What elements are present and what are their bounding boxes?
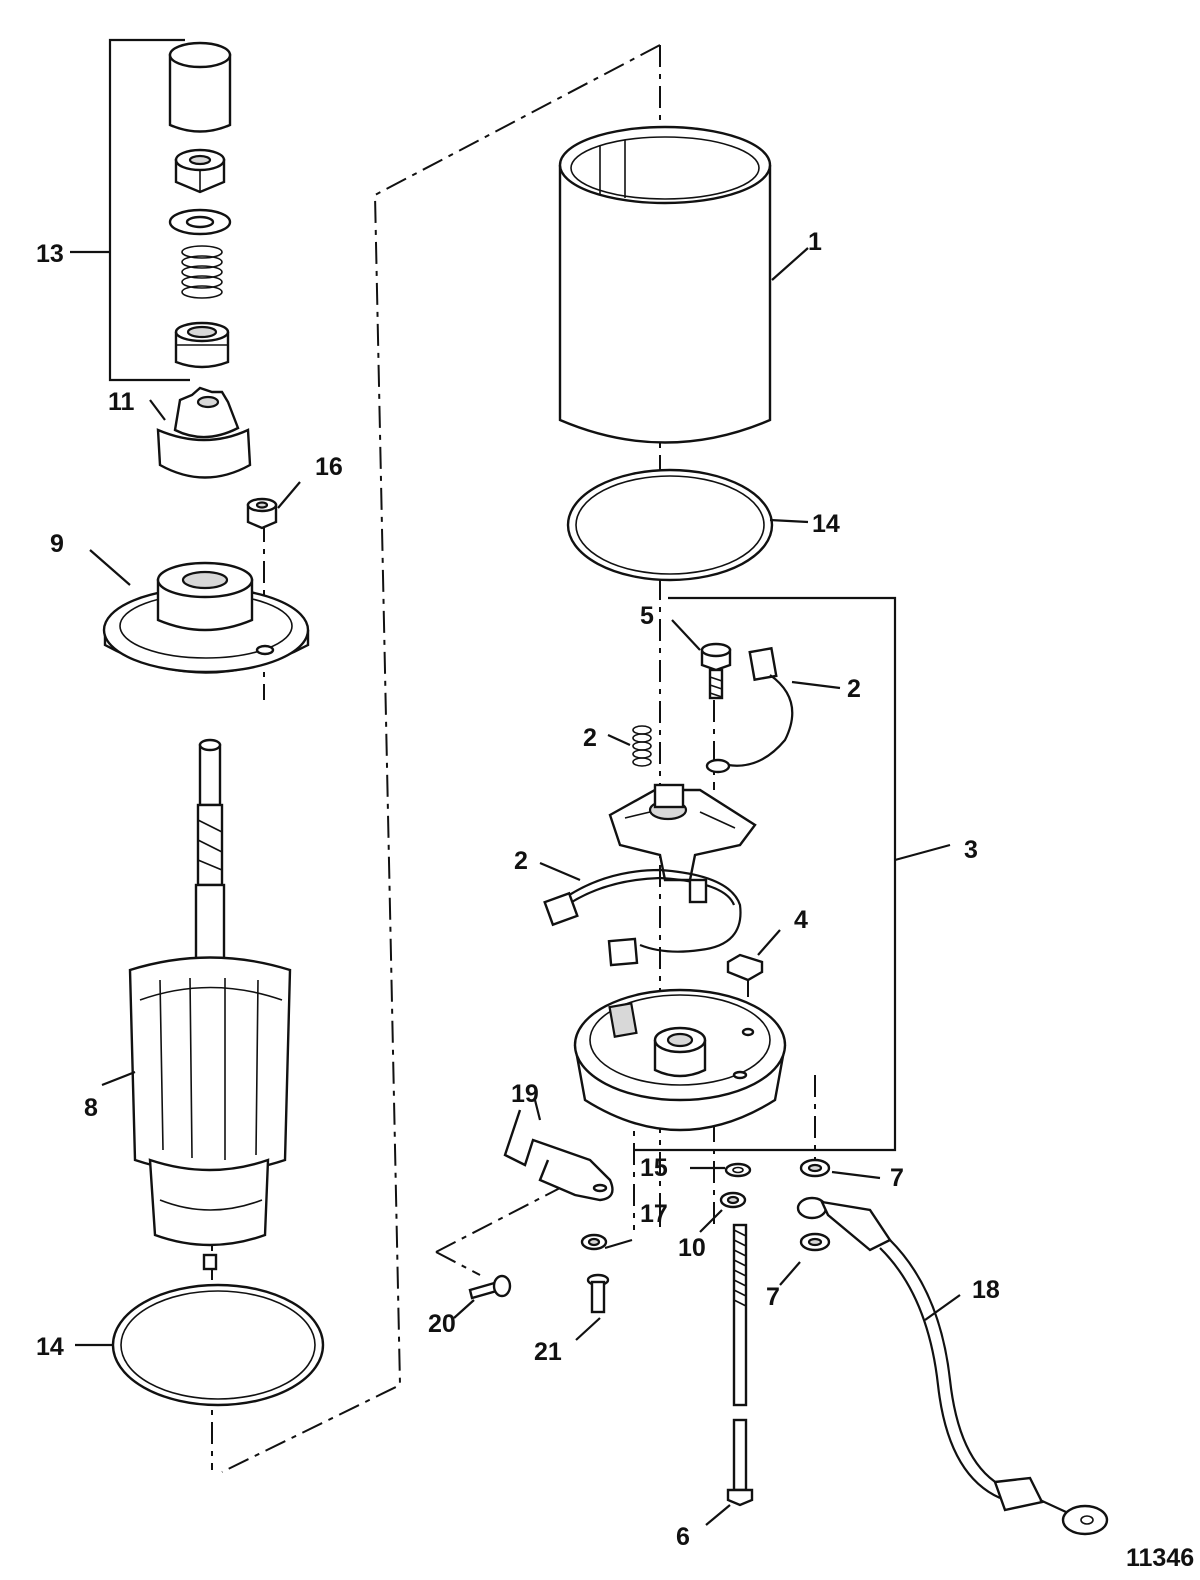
callout-8: 8 [84, 1094, 98, 1122]
callout-20: 20 [428, 1310, 456, 1338]
washer-10 [719, 1191, 747, 1209]
mounting-bracket [503, 1109, 614, 1202]
callout-14: 14 [812, 510, 840, 538]
drive-end-cap [102, 561, 310, 674]
callout-2: 2 [514, 847, 528, 875]
callout-7: 7 [766, 1283, 780, 1311]
ground-cable [796, 1196, 1109, 1536]
drive-spring [181, 245, 223, 299]
drawing-number: 11346 [1126, 1544, 1194, 1572]
small-nut [246, 497, 278, 530]
callout-4: 4 [794, 906, 808, 934]
drive-spacer [174, 321, 230, 369]
callout-19: 19 [511, 1080, 539, 1108]
callout-5: 5 [640, 602, 654, 630]
callout-labels: 1 2 2 2 3 4 5 6 7 7 8 9 10 11 13 14 14 1… [36, 228, 1194, 1572]
callout-13: 13 [36, 240, 64, 268]
drive-kit-bracket [70, 38, 190, 382]
callout-1: 1 [808, 228, 822, 256]
leader-lines [75, 247, 961, 1526]
brush-lead-loop [543, 868, 742, 967]
callout-18: 18 [972, 1276, 1000, 1304]
callout-16: 16 [315, 453, 343, 481]
screw-21 [586, 1273, 610, 1314]
callout-11: 11 [108, 388, 135, 416]
brush-spring [632, 725, 652, 767]
callout-21: 21 [534, 1338, 562, 1366]
brush-holder [608, 783, 757, 882]
oring-upper [566, 468, 774, 582]
callout-15: 15 [640, 1154, 668, 1182]
armature [128, 738, 292, 1271]
callout-9: 9 [50, 530, 64, 558]
callout-14: 14 [36, 1333, 64, 1361]
callout-2: 2 [583, 724, 597, 752]
pinion-drive [156, 386, 252, 479]
drive-cap [168, 41, 232, 133]
oring-lower [111, 1283, 325, 1407]
callout-6: 6 [676, 1523, 690, 1551]
commutator-end-head [573, 988, 787, 1132]
nut-7-lower [799, 1232, 831, 1252]
drive-washer [168, 208, 232, 236]
washer-17 [580, 1233, 608, 1251]
through-bolt [726, 1223, 754, 1507]
callout-10: 10 [678, 1234, 706, 1262]
callout-2: 2 [847, 675, 861, 703]
callout-7: 7 [890, 1164, 904, 1192]
washer-15 [724, 1162, 752, 1178]
brush-with-lead [705, 646, 794, 774]
motor-frame [558, 125, 772, 444]
drive-nut [174, 148, 226, 194]
terminal-screw [700, 642, 732, 700]
screw-20 [468, 1274, 512, 1300]
callout-17: 17 [640, 1200, 668, 1228]
brush-plate-bracket [635, 596, 951, 1152]
nut-7-upper [799, 1158, 831, 1178]
insulator-block [726, 953, 764, 982]
callout-3: 3 [964, 836, 978, 864]
